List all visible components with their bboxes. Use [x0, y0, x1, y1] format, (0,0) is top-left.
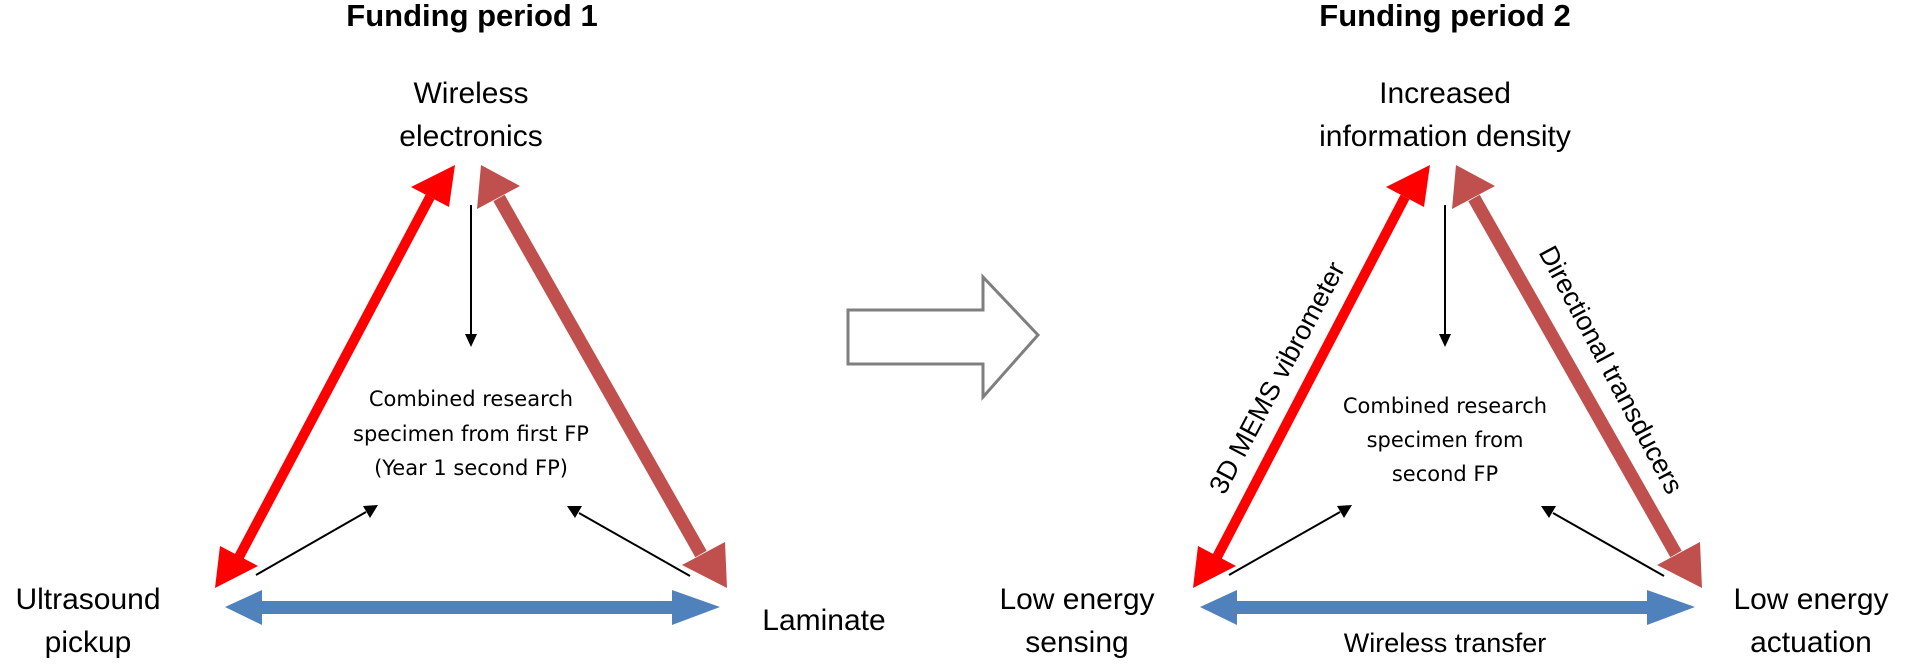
panel2-center-line1: Combined research	[1343, 394, 1547, 418]
node-increased-information-density-line2: information density	[1319, 120, 1571, 153]
panel1-center-line1: Combined research	[369, 387, 573, 411]
block-right-arrow-icon	[846, 273, 1041, 401]
edge-label-wireless-transfer: Wireless transfer	[1344, 628, 1547, 658]
panel1-thin-arrows	[255, 205, 691, 577]
panel2-title: Funding period 2	[1319, 0, 1570, 33]
panel2-left-edge-arrow	[1193, 165, 1430, 588]
node-laminate: Laminate	[762, 604, 885, 637]
node-wireless-electronics-line1: Wireless	[413, 77, 528, 110]
panel-funding-period-2: Funding period 2 Increased information d…	[999, 0, 1888, 659]
panel1-bottom-edge-arrow	[225, 590, 720, 625]
panel2-center-line3: second FP	[1392, 462, 1498, 486]
node-ultrasound-pickup-line1: Ultrasound	[15, 583, 160, 616]
panel1-arrow-from-right	[578, 512, 691, 577]
panel1-center-line2: specimen from first FP	[353, 422, 589, 446]
panel2-arrow-from-left	[1228, 511, 1341, 576]
panel1-arrow-from-left	[255, 511, 367, 576]
node-low-energy-actuation-line2: actuation	[1750, 626, 1872, 659]
panel2-right-edge-arrow	[1452, 165, 1702, 588]
panel1-title: Funding period 1	[346, 0, 597, 33]
panel1-right-edge-arrow	[477, 165, 727, 588]
node-increased-information-density-line1: Increased	[1379, 77, 1511, 110]
panel2-arrow-from-right	[1552, 512, 1665, 577]
edge-label-3d-mems-vibrometer: 3D MEMS vibrometer	[1203, 257, 1351, 499]
node-low-energy-sensing-line2: sensing	[1025, 626, 1128, 659]
panel2-bottom-edge-arrow	[1200, 590, 1695, 625]
panel2-center-line2: specimen from	[1367, 428, 1524, 452]
panel2-thin-arrows	[1228, 205, 1665, 577]
node-low-energy-sensing-line1: Low energy	[999, 583, 1154, 616]
panel1-left-edge-arrow	[215, 165, 455, 588]
edge-label-directional-transducers: Directional transducers	[1533, 241, 1689, 499]
node-low-energy-actuation-line1: Low energy	[1733, 583, 1888, 616]
node-ultrasound-pickup-line2: pickup	[45, 626, 132, 659]
panel-funding-period-1: Funding period 1 Wireless electronics Ul…	[15, 0, 885, 659]
node-wireless-electronics-line2: electronics	[399, 120, 542, 153]
panel1-center-line3: (Year 1 second FP)	[374, 456, 568, 480]
